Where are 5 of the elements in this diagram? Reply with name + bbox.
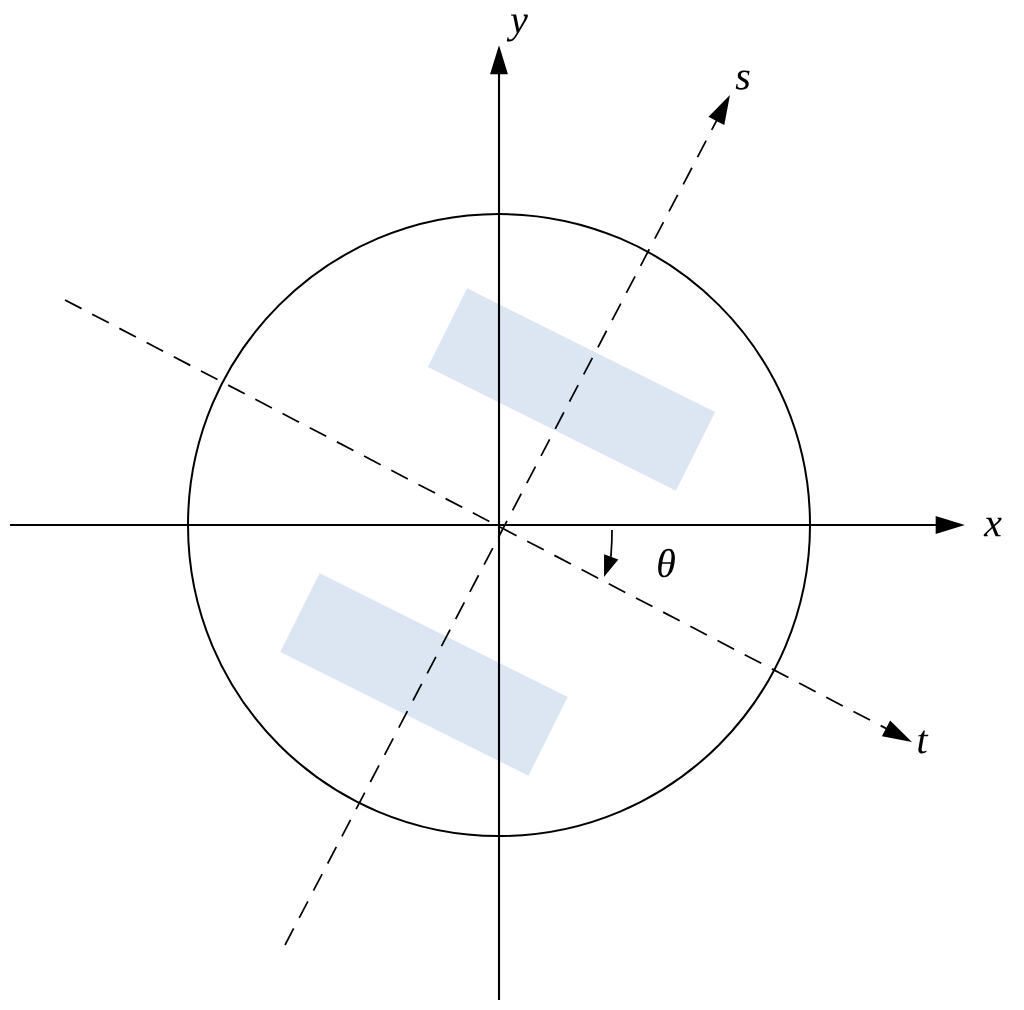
axis-label: t — [918, 730, 929, 754]
axis-label: y — [506, 14, 528, 42]
axis-label: x — [983, 517, 1002, 537]
axis-label: s — [735, 70, 750, 90]
angle-label: θ — [658, 548, 675, 578]
